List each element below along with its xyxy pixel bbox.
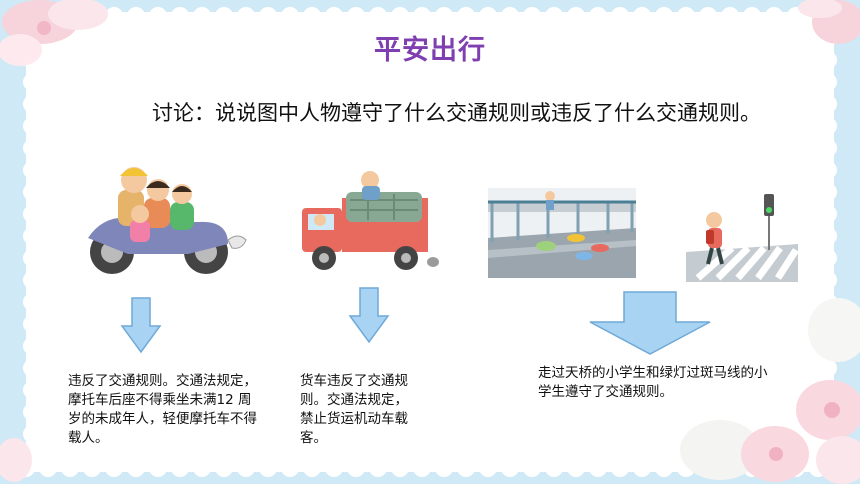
flower-decoration-icon	[680, 420, 809, 482]
flower-decoration-icon	[796, 298, 860, 484]
down-arrow-icon	[589, 291, 711, 355]
motorcycle-illustration	[88, 167, 247, 274]
caption-crossing: 走过天桥的小学生和绿灯过斑马线的小学生遵守了交通规则。	[538, 365, 768, 400]
flower-decoration-icon	[0, 438, 32, 482]
overpass-illustration	[488, 188, 636, 278]
truck-illustration	[302, 171, 439, 270]
down-arrow-icon	[348, 287, 390, 344]
slide-title: 平安出行	[374, 35, 486, 66]
flower-decoration-icon	[798, 0, 860, 44]
caption-motorcycle: 违反了交通规则。交通法规定，摩托车后座不得乘坐未满12 周岁的未成年人，轻便摩托…	[68, 373, 257, 446]
zebra-crossing-illustration	[686, 190, 798, 282]
discussion-prompt: 讨论：说说图中人物遵守了什么交通规则或违反了什么交通规则。	[152, 101, 761, 125]
caption-truck: 货车违反了交通规则。交通法规定，禁止货运机动车载客。	[300, 373, 408, 446]
flower-decoration-icon	[0, 0, 108, 66]
down-arrow-icon	[120, 297, 162, 354]
